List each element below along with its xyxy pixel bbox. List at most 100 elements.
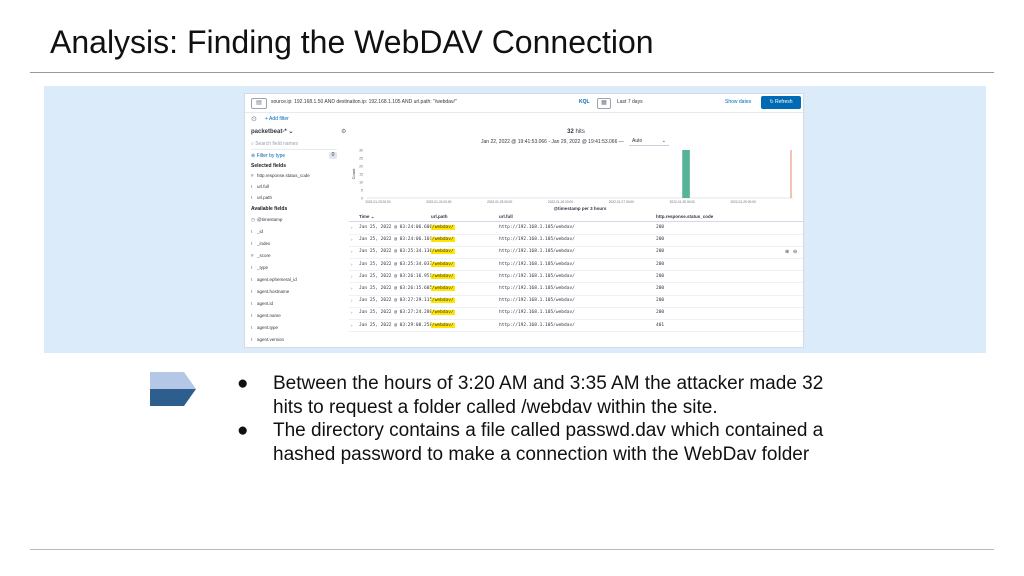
field-type-icon: # <box>251 253 254 258</box>
expand-row-icon[interactable]: › <box>351 322 353 328</box>
field-item[interactable]: t_index <box>251 241 270 246</box>
field-name: url.full <box>257 184 270 189</box>
zoom-out-icon[interactable]: ⊖ <box>793 249 798 256</box>
hit-count-value: 32 <box>567 129 574 135</box>
zoom-in-icon[interactable]: ⊕ <box>785 249 790 256</box>
show-dates-link[interactable]: Show dates <box>725 99 752 105</box>
field-item[interactable]: ◷@timestamp <box>251 217 282 223</box>
cell-time: Jan 25, 2022 @ 03:26:15.605 <box>359 286 433 291</box>
table-row[interactable]: ›Jan 25, 2022 @ 03:29:00.258/webdav/http… <box>349 320 803 333</box>
column-header-time[interactable]: Time ⌄ <box>359 214 374 220</box>
expand-row-icon[interactable]: › <box>351 273 353 279</box>
table-header: Time ⌄ url.path url.full http.response.s… <box>349 212 803 222</box>
search-highlight: /webdav/ <box>431 310 455 316</box>
column-header-url-path[interactable]: url.path <box>431 214 448 219</box>
table-row[interactable]: ›Jan 25, 2022 @ 03:26:15.605/webdav/http… <box>349 283 803 296</box>
y-axis-label: Count <box>351 168 356 180</box>
histogram-bar <box>682 150 690 198</box>
bullet-item: ●Between the hours of 3:20 AM and 3:35 A… <box>236 372 856 419</box>
x-tick-label: 2022-01-29 00:00 <box>731 200 756 204</box>
sort-icon: ⌄ <box>370 214 375 219</box>
field-name: agent.id <box>257 301 274 306</box>
expand-row-icon[interactable]: › <box>351 237 353 243</box>
search-highlight: /webdav/ <box>431 273 455 279</box>
query-input[interactable]: source.ip: 192.168.1.50 AND destination.… <box>271 99 457 105</box>
table-row[interactable]: ›Jan 25, 2022 @ 03:27:24.280/webdav/http… <box>349 307 803 320</box>
search-icon: ⌕ <box>251 141 254 147</box>
search-highlight: /webdav/ <box>431 298 455 304</box>
available-fields-heading: Available fields <box>251 206 288 212</box>
field-name: agent.ephemeral_id <box>257 277 297 282</box>
bullet-item: ●The directory contains a file called pa… <box>236 419 856 466</box>
filter-count-badge: 0 <box>329 152 337 159</box>
column-header-status-code[interactable]: http.response.status_code <box>656 214 714 219</box>
cell-time: Jan 25, 2022 @ 03:25:34.037 <box>359 261 433 267</box>
y-tick-label: 30 <box>359 149 363 153</box>
table-row[interactable]: ›Jan 25, 2022 @ 03:24:06.101/webdav/http… <box>349 234 803 247</box>
field-type-icon: ◷ <box>251 217 255 222</box>
expand-row-icon[interactable]: › <box>351 249 353 255</box>
field-item[interactable]: t_id <box>251 229 263 234</box>
add-filter-link[interactable]: + Add filter <box>265 116 289 122</box>
cell-status-code: 200 <box>656 261 665 267</box>
cell-url-path: /webdav/ <box>431 310 455 316</box>
hit-count: 32 hits <box>349 129 803 135</box>
expand-row-icon[interactable]: › <box>351 225 353 230</box>
expand-row-icon[interactable]: › <box>351 310 353 316</box>
cell-url-full: http://192.168.1.105/webdav/ <box>499 298 575 304</box>
cell-status-code: 200 <box>656 249 665 255</box>
cell-status-code: 401 <box>656 322 665 328</box>
x-tick-label: 2022-01-23 00:00 <box>365 200 390 204</box>
gear-icon[interactable]: ⚙ <box>341 129 347 135</box>
y-tick-label: 15 <box>359 173 363 177</box>
table-row[interactable]: ›Jan 25, 2022 @ 03:26:16.951/webdav/http… <box>349 271 803 284</box>
field-type-icon: t <box>251 229 253 234</box>
field-search-input[interactable]: ⌕ Search field names <box>251 140 337 150</box>
chevron-down-icon: ⌄ <box>288 129 294 135</box>
cell-url-full: http://192.168.1.105/webdav/ <box>499 249 575 255</box>
bullet-text: The directory contains a file called pas… <box>273 420 824 465</box>
expand-row-icon[interactable]: › <box>351 286 353 291</box>
cell-url-full: http://192.168.1.105/webdav/ <box>499 225 575 230</box>
bullet-dot: ● <box>237 373 249 394</box>
table-row[interactable]: ›Jan 25, 2022 @ 03:25:34.037/webdav/http… <box>349 259 803 272</box>
kql-toggle[interactable]: KQL <box>579 99 590 105</box>
footer-divider <box>30 549 994 550</box>
cell-url-full: http://192.168.1.105/webdav/ <box>499 322 575 328</box>
field-item[interactable]: #_score <box>251 253 271 258</box>
expand-row-icon[interactable]: › <box>351 298 353 304</box>
search-highlight: /webdav/ <box>431 286 455 291</box>
index-pattern-selector[interactable]: packetbeat-* ⌄ <box>251 128 293 135</box>
table-row[interactable]: ›Jan 25, 2022 @ 03:27:29.115/webdav/http… <box>349 295 803 308</box>
x-tick-label: 2022-01-26 00:00 <box>548 200 573 204</box>
filter-by-type-button[interactable]: ⊜ Filter by type <box>251 153 285 159</box>
field-name: _index <box>257 241 271 246</box>
cell-url-path: /webdav/ <box>431 225 455 230</box>
interval-select[interactable]: Auto ⌄ <box>629 137 669 146</box>
table-row[interactable]: ›Jan 25, 2022 @ 03:24:06.608/webdav/http… <box>349 222 803 235</box>
cell-url-path: /webdav/ <box>431 237 455 243</box>
filter-settings-icon[interactable]: ⊙ <box>251 116 257 123</box>
calendar-icon[interactable]: ▦ <box>597 98 611 109</box>
refresh-button[interactable]: ↻ Refresh <box>761 96 801 109</box>
column-header-url-full[interactable]: url.full <box>499 214 513 219</box>
field-item[interactable]: #http.response.status_code <box>251 173 310 178</box>
expand-row-icon[interactable]: › <box>351 261 353 267</box>
query-menu-icon[interactable]: ▤ <box>251 98 267 109</box>
field-item[interactable]: t_type <box>251 265 268 270</box>
table-row[interactable]: ›Jan 25, 2022 @ 03:25:34.130/webdav/http… <box>349 246 803 259</box>
cell-status-code: 200 <box>656 298 665 304</box>
time-range[interactable]: Last 7 days <box>617 99 643 105</box>
field-name: agent.version <box>257 337 285 342</box>
x-tick-label: 2022-01-25 00:00 <box>487 200 512 204</box>
search-highlight: /webdav/ <box>431 261 455 267</box>
